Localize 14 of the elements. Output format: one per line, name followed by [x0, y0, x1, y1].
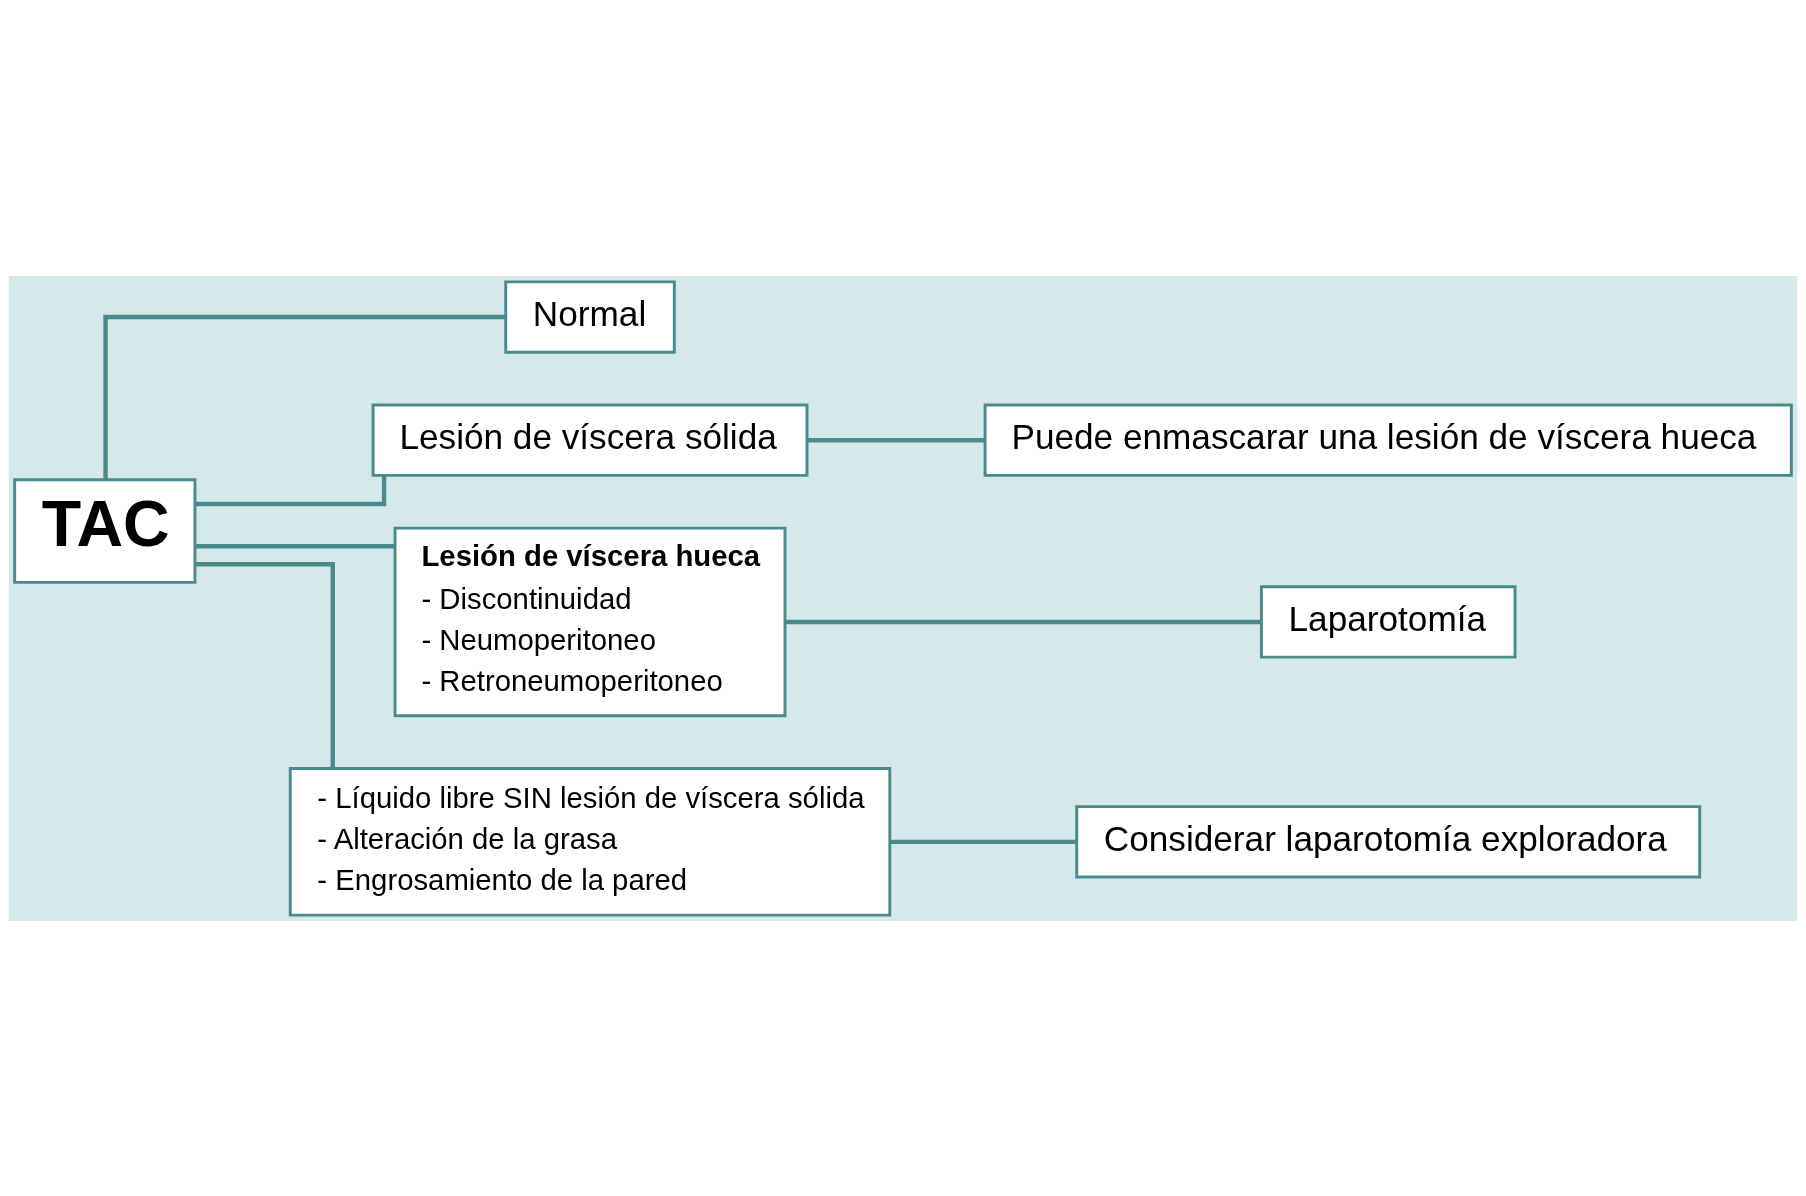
connector — [103, 314, 506, 479]
node-box: Lesión de víscera sólida — [371, 403, 809, 477]
connector — [890, 839, 1077, 844]
node-box: TAC — [13, 477, 197, 584]
node-box: Laparotomía — [1259, 584, 1517, 659]
node-box: Lesión de víscera hueca - Discontinuidad - Neumoperitoneo - Retroneumoperitoneo — [393, 526, 787, 717]
connector — [807, 437, 985, 442]
connector — [195, 561, 335, 768]
node-box: Normal — [504, 279, 676, 354]
connector — [785, 619, 1261, 624]
node-box: Puede enmascarar una lesión de víscera hueca — [983, 403, 1793, 477]
node-box: - Líquido libre SIN lesión de víscera sólida - Alteración de la grasa - Engrosamiento de la pared — [288, 766, 892, 917]
connector — [195, 543, 395, 548]
node-box: Considerar laparotomía exploradora — [1075, 804, 1702, 878]
